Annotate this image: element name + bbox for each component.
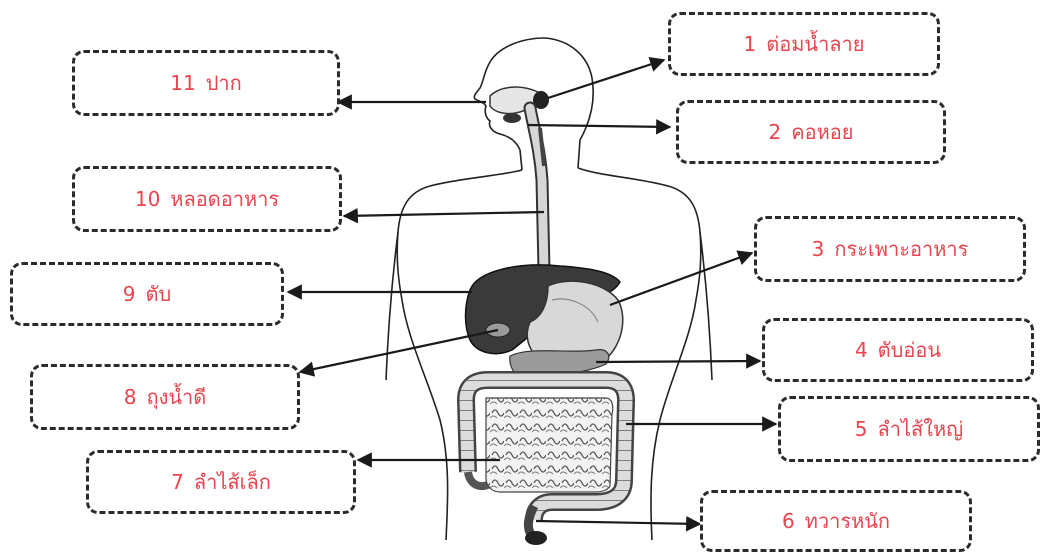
arrow-8 xyxy=(300,330,498,372)
arrow-4 xyxy=(596,361,760,362)
label-text: ต่อมน้ำลาย xyxy=(766,28,864,60)
label-pharynx: 2 คอหอย xyxy=(676,100,946,164)
label-text: ทวารหนัก xyxy=(805,505,890,537)
label-number: 3 xyxy=(812,237,825,261)
esophagus-tube xyxy=(530,108,544,270)
label-text: ตับ xyxy=(146,278,172,310)
arrow-3 xyxy=(610,253,752,305)
label-text: กระเพาะอาหาร xyxy=(834,233,968,265)
label-salivary-gland: 1 ต่อมน้ำลาย xyxy=(668,12,940,76)
arrow-1 xyxy=(548,60,664,98)
label-mouth: 11 ปาก xyxy=(72,50,340,116)
label-number: 7 xyxy=(171,470,184,494)
label-stomach: 3 กระเพาะอาหาร xyxy=(754,216,1026,282)
label-text: ตับอ่อน xyxy=(878,334,941,366)
mouth-region xyxy=(490,87,549,123)
label-number: 5 xyxy=(855,417,868,441)
arrow-6 xyxy=(536,521,700,524)
label-number: 9 xyxy=(123,282,136,306)
label-text: ลำไส้ใหญ่ xyxy=(877,413,963,445)
label-text: คอหอย xyxy=(791,116,853,148)
label-number: 6 xyxy=(782,509,795,533)
label-number: 10 xyxy=(135,187,160,211)
label-number: 11 xyxy=(170,71,195,95)
label-esophagus: 10 หลอดอาหาร xyxy=(72,166,342,232)
arrow-10 xyxy=(344,212,544,216)
arrow-2 xyxy=(528,125,670,127)
label-text: ปาก xyxy=(206,67,242,99)
label-number: 2 xyxy=(768,120,781,144)
label-liver: 9 ตับ xyxy=(10,262,284,326)
label-small-intestine: 7 ลำไส้เล็ก xyxy=(86,450,356,514)
small-intestine-shape xyxy=(486,398,613,492)
label-large-intestine: 5 ลำไส้ใหญ่ xyxy=(778,396,1040,462)
label-text: ถุงน้ำดี xyxy=(146,381,206,413)
label-text: หลอดอาหาร xyxy=(170,183,279,215)
label-text: ลำไส้เล็ก xyxy=(194,466,271,498)
label-rectum: 6 ทวารหนัก xyxy=(700,490,972,552)
label-number: 8 xyxy=(124,385,137,409)
label-number: 4 xyxy=(855,338,868,362)
label-gallbladder: 8 ถุงน้ำดี xyxy=(30,364,300,430)
label-pancreas: 4 ตับอ่อน xyxy=(762,318,1034,382)
label-number: 1 xyxy=(743,32,756,56)
